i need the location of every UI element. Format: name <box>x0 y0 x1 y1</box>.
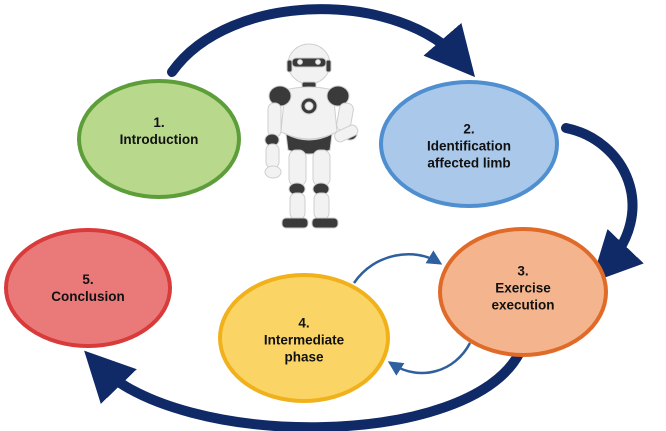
step-ellipse-identification <box>379 80 559 208</box>
arrow-identification-to-exercise <box>561 123 644 283</box>
step-title-line2: affected limb <box>427 155 511 171</box>
step-number: 3. <box>517 263 529 279</box>
step-ellipse-conclusion <box>4 228 172 348</box>
step-title-line2: phase <box>284 349 324 365</box>
step-ellipse-intermediate <box>218 273 390 403</box>
step-title: Introduction <box>119 132 199 147</box>
step-title: Intermediate <box>263 332 345 348</box>
step-number: 5. <box>82 272 94 287</box>
step-number: 2. <box>463 121 475 137</box>
step-number: 1. <box>153 115 165 130</box>
arrow-intermediate-to-exercise <box>352 250 443 284</box>
step-title-line2: execution <box>491 297 555 313</box>
step-title: Conclusion <box>51 289 125 304</box>
step-ellipse-introduction <box>77 79 241 199</box>
step-label-identification: 2. Identification affected limb <box>427 121 511 172</box>
step-label-intermediate: 4. Intermediate phase <box>264 315 344 366</box>
arrow-exercise-to-intermediate <box>387 342 472 376</box>
humanoid-robot-icon <box>264 43 359 229</box>
step-label-introduction: 1. Introduction <box>120 114 199 148</box>
step-title: Identification <box>427 138 511 154</box>
arrow-intro-to-identification <box>167 4 476 78</box>
arrow-exercise-to-conclusion <box>84 347 525 431</box>
step-label-exercise: 3. Exercise execution <box>491 263 554 314</box>
step-ellipse-exercise <box>438 227 608 357</box>
step-number: 4. <box>298 315 310 331</box>
step-label-conclusion: 5. Conclusion <box>51 271 125 305</box>
step-title: Exercise <box>495 280 551 296</box>
